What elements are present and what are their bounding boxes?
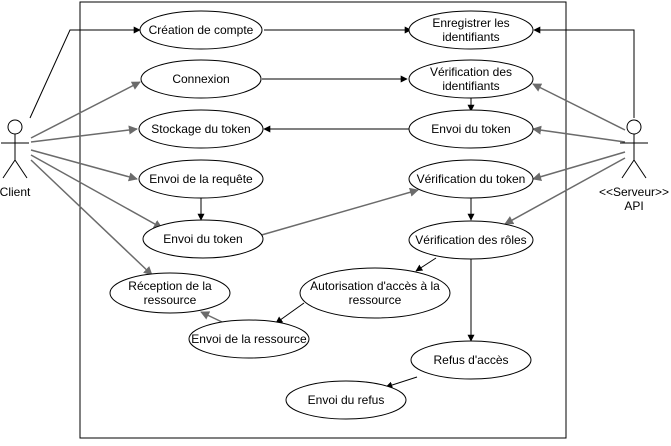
actor-server-name: API [624,199,643,213]
edge-server-verification [532,83,626,131]
edge-client-connexion [30,81,141,139]
usecase-label: Refus d'accès [434,353,509,367]
usecase-label: Envoi du refus [308,393,385,407]
usecase-label: Création de compte [149,23,254,37]
usecase-envoi-token-serveur: Envoi du token [408,109,534,149]
usecase-label: Autorisation d'accès à la [310,279,440,293]
edge-client-stockage [30,125,138,143]
usecase-label: Envoi de la requête [149,172,253,186]
usecase-label: identifiants [442,30,499,44]
usecase-label: Enregistrer les [432,16,509,30]
edge-client-creation [29,26,141,119]
edge-server-enregistrer [533,26,635,118]
usecase-label: Vérification des [430,65,512,79]
usecase-refus-acces: Refus d'accès [410,340,532,380]
edge-envoi-ressource-reception [200,311,223,323]
usecase-creation-compte: Création de compte [139,10,263,50]
edge-server-envoi-token [532,125,626,143]
actor-server-stereotype: <<Serveur>> [599,185,669,199]
usecase-label: identifiants [442,79,499,93]
usecase-label: Connexion [172,72,229,86]
usecase-label: ressource [144,293,197,307]
usecase-verification-token: Vérification du token [408,159,534,199]
actor-server: <<Serveur>> API [599,119,669,213]
edge-client-reception [30,159,153,276]
edge-envoi-token-verification [257,187,419,237]
usecase-label: Vérification des rôles [415,233,526,247]
usecase-verification-roles: Vérification des rôles [408,220,534,260]
usecase-stockage-token: Stockage du token [138,109,264,149]
edge-roles-autorisation [415,257,437,272]
usecase-envoi-refus: Envoi du refus [285,380,407,420]
usecase-envoi-token-client: Envoi du token [142,219,264,259]
system-boundary [79,1,567,439]
usecase-label: ressource [349,293,402,307]
edge-server-roles [504,157,626,225]
usecase-label: Envoi du token [431,122,510,136]
usecase-label: Envoi de la ressource [191,332,307,346]
actor-client-label: Client [0,185,31,199]
usecase-connexion: Connexion [140,59,262,99]
actor-client: Client [0,119,31,199]
edge-autorisation-envoi-ressource [275,302,305,324]
usecase-label: Vérification du token [417,172,526,186]
edge-client-requete [30,149,138,182]
usecase-label: Stockage du token [151,122,250,136]
edge-client-envoi-token [30,154,163,229]
usecase-label: Envoi du token [163,232,242,246]
edge-refus-envoi-refus [385,376,418,389]
usecase-envoi-ressource: Envoi de la ressource [188,319,310,359]
usecase-label: Réception de la [128,279,212,293]
edge-server-verif-token [532,151,626,182]
usecase-envoi-requete: Envoi de la requête [138,159,264,199]
